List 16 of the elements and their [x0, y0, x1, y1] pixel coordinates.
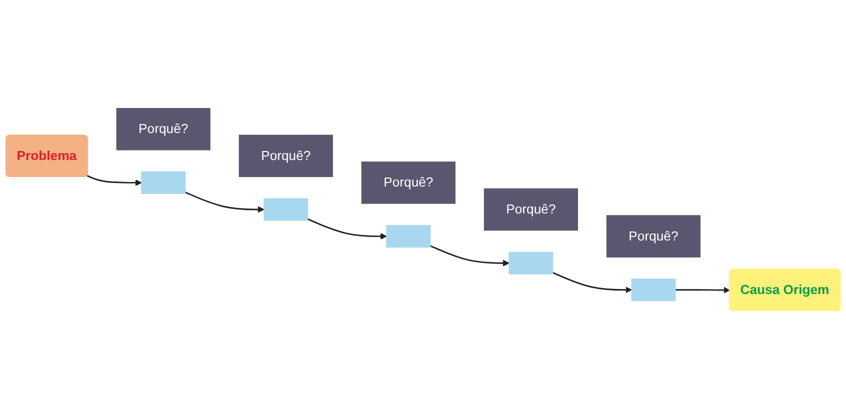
arrow: [675, 286, 730, 294]
node-box: Porquê?: [606, 215, 701, 258]
arrow: [86, 174, 142, 186]
arrow: [184, 192, 264, 213]
node-box: [264, 198, 308, 221]
node-box: Porquê?: [116, 108, 210, 150]
arrow: [307, 218, 387, 240]
node-box: [386, 224, 431, 248]
arrow: [430, 245, 510, 266]
node-box: [141, 171, 186, 194]
node-box: [631, 278, 676, 302]
arrow: [552, 272, 632, 294]
node-box: Porquê?: [484, 188, 578, 231]
node-box: Porquê?: [361, 162, 456, 204]
node-box: [508, 252, 554, 274]
node-box: Porquê?: [238, 134, 333, 178]
